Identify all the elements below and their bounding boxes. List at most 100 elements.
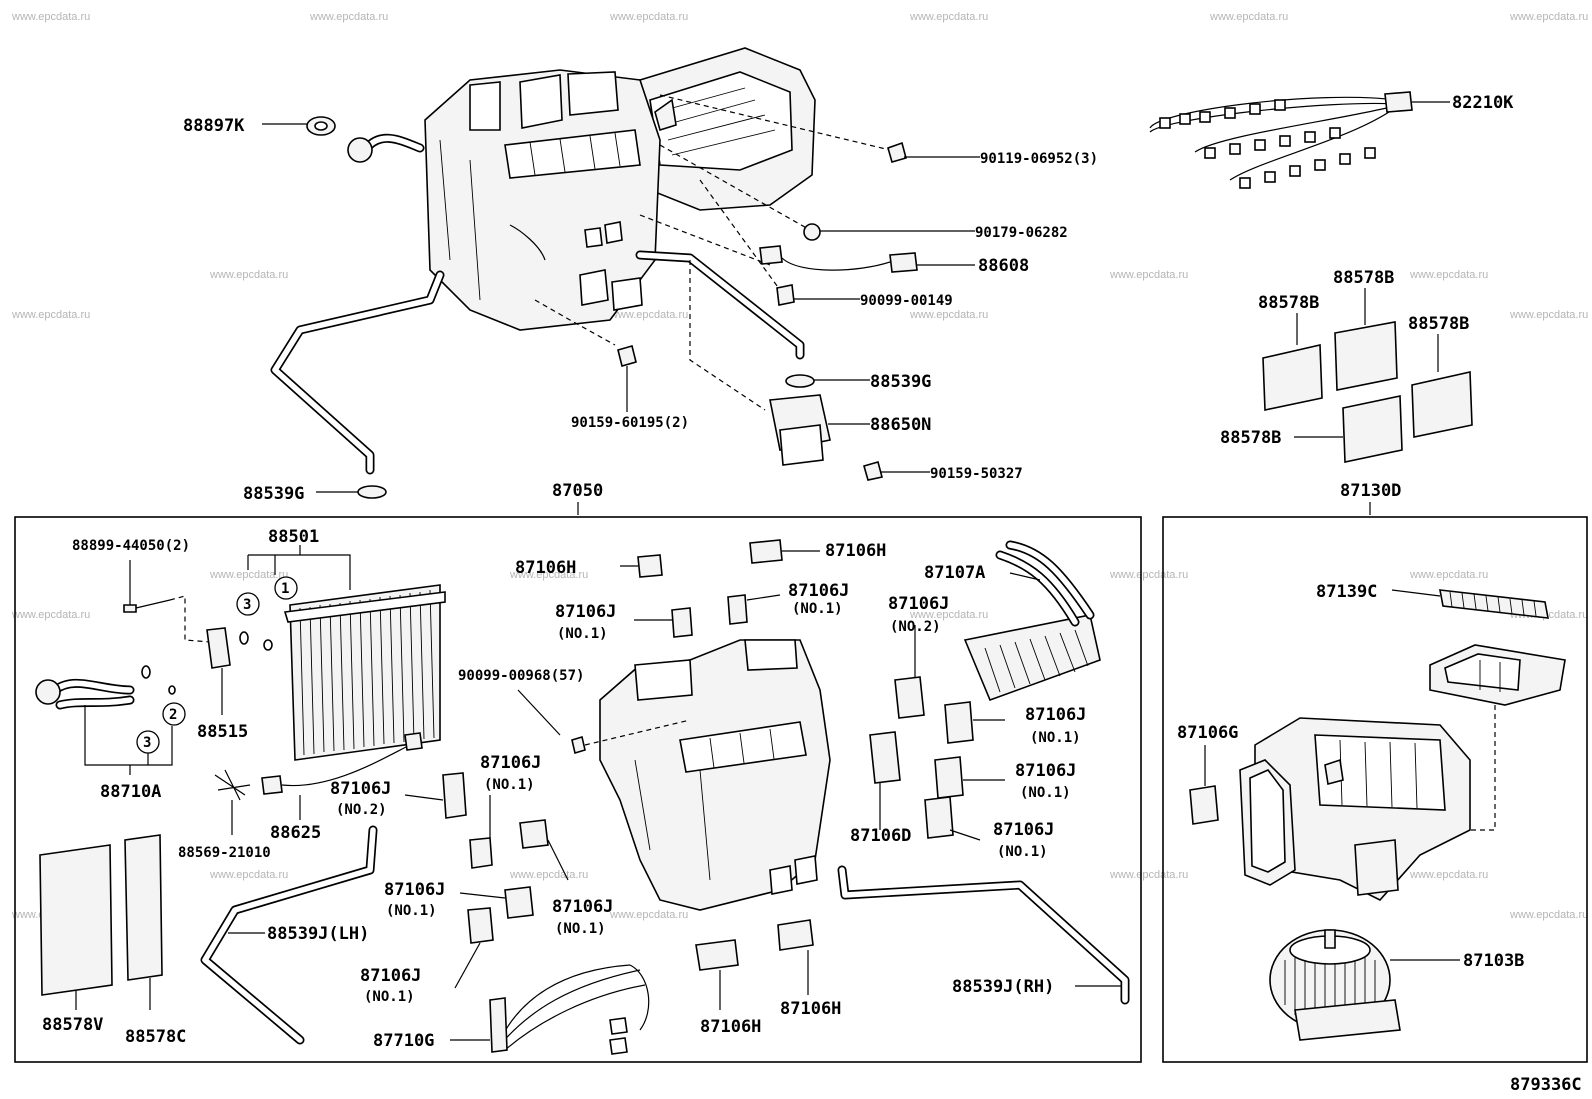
label-90179-06282: 90179-06282	[975, 225, 1068, 241]
watermark: www.epcdata.ru	[11, 309, 90, 321]
label-87106J: 87106J	[480, 753, 541, 773]
label-no2: (NO.2)	[336, 802, 387, 818]
watermark: www.epcdata.ru	[509, 569, 588, 581]
watermark: www.epcdata.ru	[1509, 11, 1588, 23]
label-90159-60195: 90159-60195(2)	[571, 415, 689, 431]
label-no2: (NO.2)	[890, 619, 941, 635]
label-88539J-LH: 88539J(LH)	[267, 924, 369, 944]
label-87107A: 87107A	[924, 563, 985, 583]
label-88578B: 88578B	[1333, 268, 1394, 288]
label-90099-00968: 90099-00968(57)	[458, 668, 584, 684]
label-87106J: 87106J	[555, 602, 616, 622]
label-88578B: 88578B	[1408, 314, 1469, 334]
circled-ref: 1	[281, 581, 289, 597]
watermark: www.epcdata.ru	[909, 609, 988, 621]
circled-ref: 3	[243, 597, 251, 613]
label-87106J: 87106J	[384, 880, 445, 900]
watermark: www.epcdata.ru	[1409, 269, 1488, 281]
label-87103B: 87103B	[1463, 951, 1524, 971]
label-88897K: 88897K	[183, 116, 245, 136]
evaporator-section: 3 1 3 2	[35, 545, 446, 1045]
diagram-code: 879336C	[1510, 1075, 1582, 1095]
label-88578B: 88578B	[1258, 293, 1319, 313]
watermark: www.epcdata.ru	[1509, 309, 1588, 321]
label-87106J: 87106J	[788, 581, 849, 601]
label-87106J: 87106J	[1025, 705, 1086, 725]
label-87710G: 87710G	[373, 1031, 434, 1051]
watermark: www.epcdata.ru	[609, 309, 688, 321]
wire-harness-82210K	[1149, 91, 1450, 189]
heater-case-section	[404, 539, 1130, 1055]
label-87106H: 87106H	[515, 558, 576, 578]
label-88501: 88501	[268, 527, 319, 547]
heater-core-section	[869, 540, 1101, 841]
label-87106H: 87106H	[700, 1017, 761, 1037]
label-88569-21010: 88569-21010	[178, 845, 271, 861]
label-88710A: 88710A	[100, 782, 161, 802]
label-87106J: 87106J	[552, 897, 613, 917]
watermark: www.epcdata.ru	[309, 11, 388, 23]
watermark: www.epcdata.ru	[209, 569, 288, 581]
watermark: www.epcdata.ru	[209, 869, 288, 881]
label-87050: 87050	[552, 481, 603, 501]
label-88539G: 88539G	[870, 372, 931, 392]
label-no1: (NO.1)	[792, 601, 843, 617]
watermark: www.epcdata.ru	[609, 909, 688, 921]
label-87106J: 87106J	[993, 820, 1054, 840]
blower-section	[1189, 589, 1566, 1041]
watermark: www.epcdata.ru	[909, 309, 988, 321]
label-87106H: 87106H	[825, 541, 886, 561]
label-88625: 88625	[270, 823, 321, 843]
label-88539J-RH: 88539J(RH)	[952, 977, 1054, 997]
label-88539G-lower: 88539G	[243, 484, 304, 504]
watermark: www.epcdata.ru	[1409, 569, 1488, 581]
label-87106G: 87106G	[1177, 723, 1238, 743]
label-87106J: 87106J	[360, 966, 421, 986]
label-no1: (NO.1)	[997, 844, 1048, 860]
label-82210K: 82210K	[1452, 93, 1514, 113]
label-88578B: 88578B	[1220, 428, 1281, 448]
watermark: www.epcdata.ru	[11, 609, 90, 621]
label-88515: 88515	[197, 722, 248, 742]
label-88578V: 88578V	[42, 1015, 103, 1035]
label-no1: (NO.1)	[557, 626, 608, 642]
label-no1: (NO.1)	[1020, 785, 1071, 801]
label-87130D: 87130D	[1340, 481, 1401, 501]
watermark: www.epcdata.ru	[609, 11, 688, 23]
label-87106H: 87106H	[780, 999, 841, 1019]
label-no1: (NO.1)	[364, 989, 415, 1005]
label-90159-50327: 90159-50327	[930, 466, 1023, 482]
label-no1: (NO.1)	[555, 921, 606, 937]
label-87106J: 87106J	[330, 779, 391, 799]
watermark: www.epcdata.ru	[909, 11, 988, 23]
label-88578C: 88578C	[125, 1027, 186, 1047]
filters-88578B	[1262, 288, 1473, 463]
label-87106J: 87106J	[888, 594, 949, 614]
label-90099-00149: 90099-00149	[860, 293, 953, 309]
heater-unit-assembly	[262, 47, 980, 499]
label-87139C: 87139C	[1316, 582, 1377, 602]
circled-ref: 2	[169, 707, 177, 723]
label-88899-44050: 88899-44050(2)	[72, 538, 190, 554]
label-87106J: 87106J	[1015, 761, 1076, 781]
label-90119-06952: 90119-06952(3)	[980, 151, 1098, 167]
circled-ref: 3	[143, 735, 151, 751]
watermark: www.epcdata.ru	[209, 269, 288, 281]
label-no1: (NO.1)	[386, 903, 437, 919]
label-87106D: 87106D	[850, 826, 911, 846]
watermark: www.epcdata.ru	[1509, 909, 1588, 921]
watermark: www.epcdata.ru	[1109, 869, 1188, 881]
watermark: www.epcdata.ru	[1109, 569, 1188, 581]
unit-87130D-frame	[1162, 516, 1588, 1063]
label-no1: (NO.1)	[484, 777, 535, 793]
watermark: www.epcdata.ru	[1209, 11, 1288, 23]
label-88650N: 88650N	[870, 415, 931, 435]
watermark: www.epcdata.ru	[509, 869, 588, 881]
watermark: www.epcdata.ru	[1109, 269, 1188, 281]
watermark: www.epcdata.ru	[11, 11, 90, 23]
unit-87050-frame	[14, 516, 1142, 1063]
label-no1: (NO.1)	[1030, 730, 1081, 746]
watermark: www.epcdata.ru	[1409, 869, 1488, 881]
